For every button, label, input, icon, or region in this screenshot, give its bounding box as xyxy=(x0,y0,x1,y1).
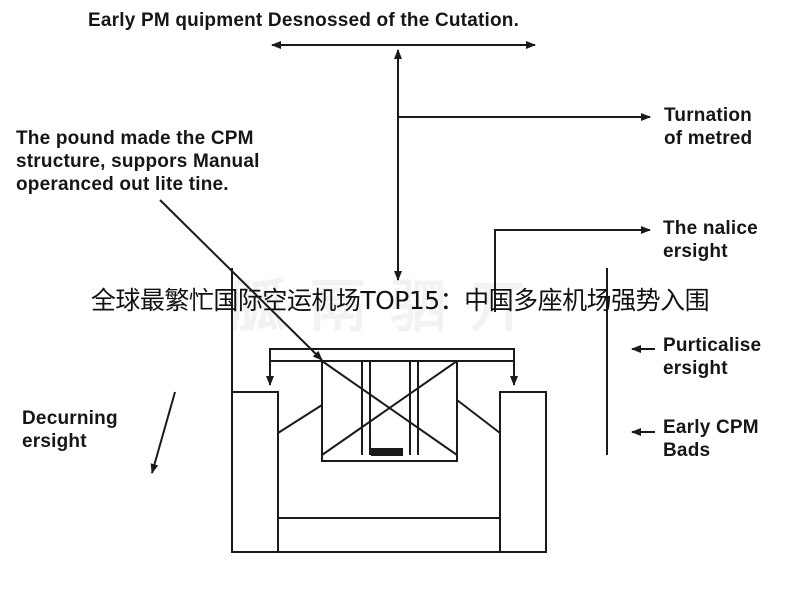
pound-label: The pound made the CPM structure, suppor… xyxy=(16,128,260,195)
early-cpm-label: Early CPM Bads xyxy=(663,417,759,461)
diagram-title: Early PM quipment Desnossed of the Cutat… xyxy=(88,10,520,31)
pound-leader-arrow xyxy=(159,199,323,361)
overlay-caption: 全球最繁忙国际空运机场TOP15：中国多座机场强势入围 xyxy=(90,286,710,315)
top-beam xyxy=(269,348,515,362)
decurning-label: Decurning ersight xyxy=(22,408,118,452)
bottom-crossbar xyxy=(277,517,501,553)
nalice-bracket-arrow xyxy=(494,226,651,312)
connector-left xyxy=(277,404,323,434)
nalice-label: The nalice ersight xyxy=(663,218,758,262)
connector-right xyxy=(456,399,501,434)
turnation-label: Turnation of metred xyxy=(664,105,753,149)
left-leg-block xyxy=(231,391,279,553)
particalise-label: Purticalise ersight xyxy=(663,335,762,379)
decurning-arrow xyxy=(150,391,176,474)
watermark: 胍鬲驷丌 xyxy=(230,275,550,340)
chamber-base-plate xyxy=(371,448,403,456)
right-leg-block xyxy=(499,391,547,553)
inner-chamber xyxy=(321,360,458,462)
chamber-cross-b xyxy=(321,360,458,456)
